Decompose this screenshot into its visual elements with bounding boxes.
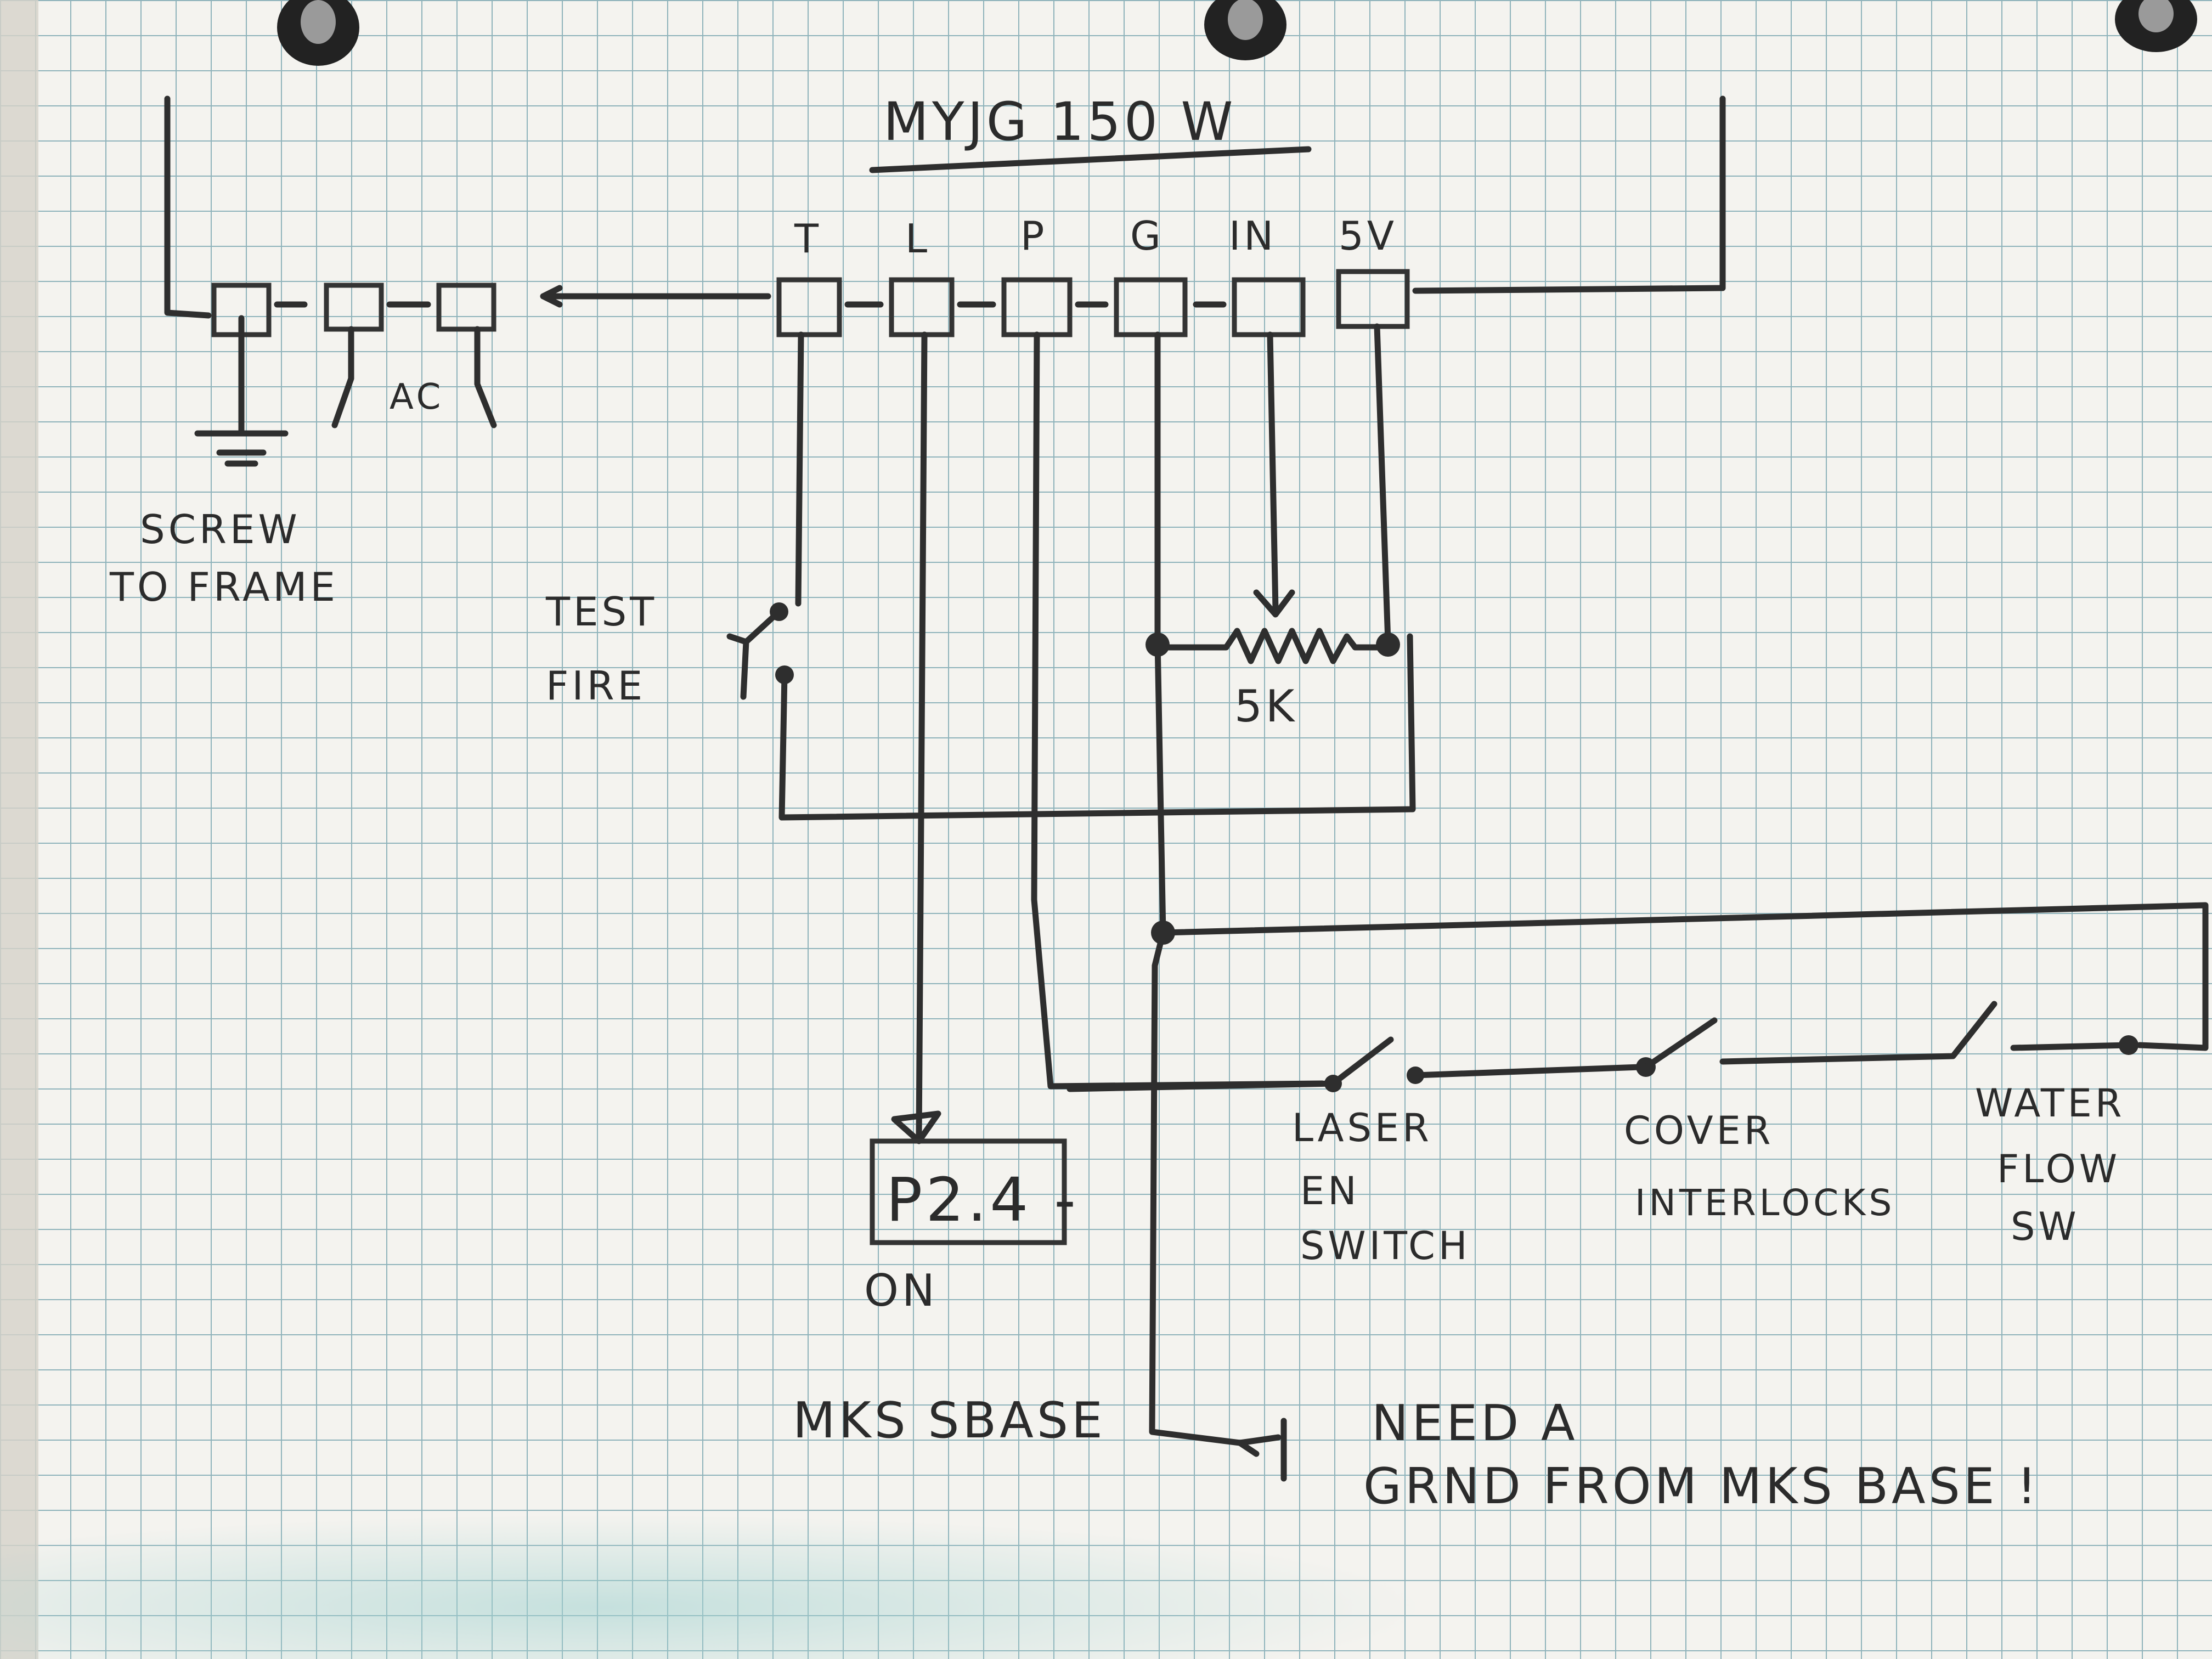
laser-en-label-line1: LASER (1292, 1105, 1432, 1150)
p24-label: P2.4 - (886, 1165, 1079, 1235)
in-wire (1253, 331, 1295, 618)
note-line2: GRND FROM MKS BASE ! (1363, 1458, 2040, 1515)
page-left-edge (0, 0, 38, 1659)
interlock-chain (1066, 1001, 2138, 1092)
water-flow-label-line1: WATER (1975, 1081, 2125, 1126)
terminal-label-g: G (1130, 213, 1164, 259)
terminal-label-in: IN (1229, 213, 1277, 259)
water-stain (0, 1514, 1426, 1659)
water-flow-label-line2: FLOW (1997, 1147, 2120, 1192)
ac-terminal-block (194, 283, 497, 467)
test-fire-label-line2: FIRE (546, 663, 646, 709)
left-bracket-wire (164, 95, 212, 319)
l-wire (916, 331, 928, 1139)
test-fire-switch (726, 602, 1416, 821)
note-line1: NEED A (1372, 1395, 1578, 1452)
ground-loop-wire (1160, 902, 2209, 1051)
ac-feed-wire (540, 285, 771, 308)
terminal-label-l: L (905, 216, 930, 262)
terminal-label-p: P (1020, 213, 1047, 259)
test-fire-label-line1: TEST (545, 589, 657, 635)
t-wire (795, 331, 804, 607)
cover-label-line1: COVER (1624, 1108, 1774, 1153)
p24-box (870, 1138, 1067, 1245)
ac-label: AC (390, 377, 444, 417)
l-arrow-head (891, 1110, 941, 1144)
title-underline (869, 146, 1312, 173)
mks-sbase-label: MKS SBASE (793, 1392, 1106, 1449)
binder-rings (277, 0, 2197, 66)
terminal-label-t: T (794, 216, 822, 262)
potentiometer (1154, 628, 1391, 664)
screw-label-line2: TO FRAME (109, 564, 338, 610)
laser-en-label-line3: SWITCH (1300, 1223, 1470, 1268)
psu-terminal-block (776, 269, 1410, 337)
5v-wire (1374, 323, 1391, 645)
terminal-label-5v: 5V (1339, 213, 1397, 259)
pot-value-label: 5K (1234, 681, 1297, 732)
screw-label-line1: SCREW (140, 506, 301, 552)
cover-label-line2: INTERLOCKS (1635, 1182, 1895, 1224)
g-stub (1237, 1418, 1287, 1482)
5v-loop-wire (1412, 95, 1726, 294)
water-flow-label-line3: SW (2011, 1204, 2080, 1249)
diagram-title: MYJG 150 W (883, 91, 1236, 153)
laser-en-label-line2: EN (1300, 1169, 1360, 1214)
on-label: ON (864, 1265, 938, 1316)
